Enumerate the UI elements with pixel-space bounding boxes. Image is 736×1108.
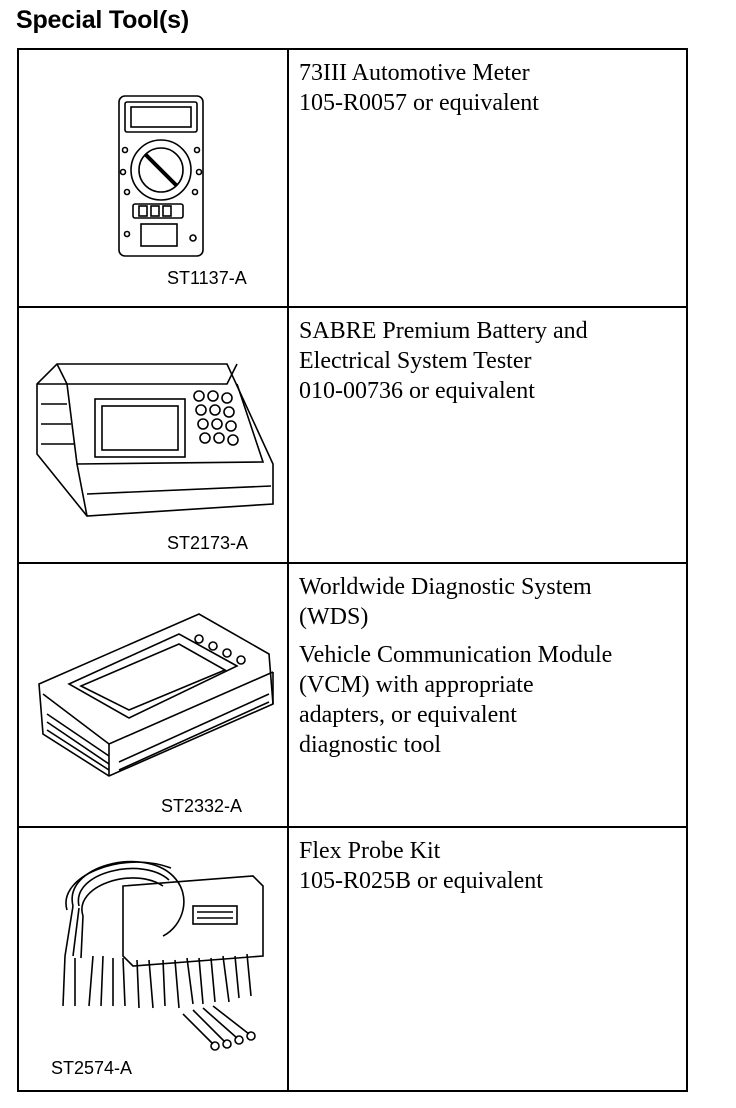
tool-description-line: 010-00736 or equivalent	[299, 378, 535, 404]
tool-description-line: 105-R025B or equivalent	[299, 868, 543, 894]
tool-code: ST2332-A	[161, 796, 243, 816]
tool-description-line: SABRE Premium Battery and	[299, 318, 588, 344]
tool-description-cell: SABRE Premium Battery and Electrical Sys…	[287, 306, 688, 564]
tool-row: ST2574-A Flex Probe Kit 105-R025B or equ…	[17, 826, 688, 1092]
tool-description-line: Vehicle Communication Module	[299, 642, 613, 668]
tool-description-line: (VCM) with appropriate	[299, 672, 534, 698]
tool-description-cell: 73III Automotive Meter 105-R0057 or equi…	[287, 48, 688, 308]
tool-description-line: Flex Probe Kit	[299, 838, 441, 864]
tool-description-line: diagnostic tool	[299, 732, 441, 758]
tool-row: ST2173-A SABRE Premium Battery and Elect…	[17, 306, 688, 564]
tool-row: ST2332-A Worldwide Diagnostic System (WD…	[17, 562, 688, 828]
page-title: Special Tool(s)	[16, 6, 189, 34]
tool-image-cell: ST2332-A	[17, 562, 289, 828]
tool-image-cell: ST2173-A	[17, 306, 289, 564]
tool-row: ST1137-A 73III Automotive Meter 105-R005…	[17, 48, 688, 308]
tool-description-line: 105-R0057 or equivalent	[299, 90, 539, 116]
battery-tester-icon	[36, 363, 274, 517]
tool-description-line: 73III Automotive Meter	[299, 60, 530, 86]
tool-image-cell: ST1137-A	[17, 48, 289, 308]
diagnostic-system-icon	[38, 613, 274, 777]
tool-code: ST1137-A	[167, 268, 247, 288]
tool-code: ST2574-A	[51, 1058, 133, 1078]
tool-description-cell: Worldwide Diagnostic System (WDS) Vehicl…	[287, 562, 688, 828]
tool-description-line: (WDS)	[299, 604, 369, 630]
tool-description-line: Electrical System Tester	[299, 348, 532, 374]
tool-image-cell: ST2574-A	[17, 826, 289, 1092]
tool-description-line: Worldwide Diagnostic System	[299, 574, 592, 600]
tool-code: ST2173-A	[167, 533, 249, 553]
tool-description-line: adapters, or equivalent	[299, 702, 517, 728]
tool-description-cell: Flex Probe Kit 105-R025B or equivalent	[287, 826, 688, 1092]
probe-kit-icon	[62, 860, 264, 1051]
multimeter-icon	[118, 95, 204, 257]
special-tools-table: ST1137-A 73III Automotive Meter 105-R005…	[17, 48, 688, 1092]
